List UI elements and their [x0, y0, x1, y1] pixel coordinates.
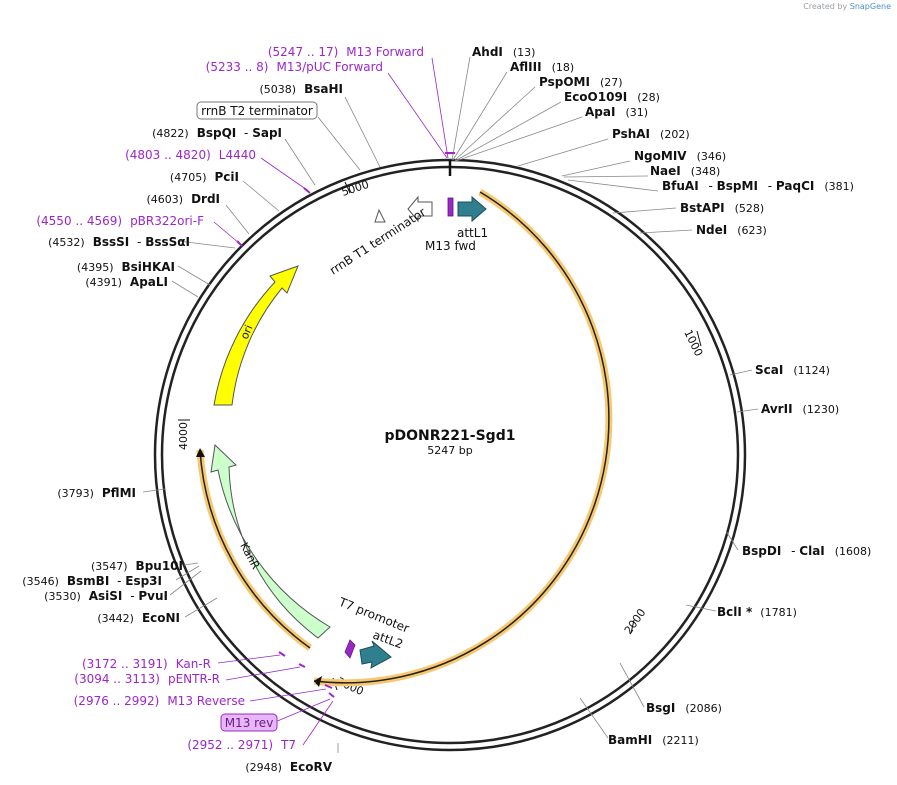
- tick-label-4000: 4000: [177, 422, 190, 450]
- t7-promoter-feature: [344, 639, 356, 659]
- kanr-feature: [210, 443, 331, 639]
- primer-l4440: (4803 .. 4820)L4440: [125, 148, 256, 162]
- primer-pentr-r: (3094 .. 3113)pENTR-R: [74, 672, 220, 686]
- enzyme-pflmi: (3793)PflMI: [57, 486, 136, 500]
- enzyme-asisi-pvui: (3530)AsiSI - PvuI: [44, 589, 168, 603]
- primer-kan-r: (3172 .. 3191)Kan-R: [82, 657, 211, 671]
- snapgene-logo: SnapGene: [849, 2, 891, 11]
- orf-arc-arrowhead: [196, 448, 205, 457]
- tick-label-1000: 1000: [681, 328, 705, 359]
- rrnb-t2-label: rrnB T2 terminator: [201, 104, 313, 118]
- insert-arc-arrowhead: [314, 676, 322, 687]
- primer-m13-reverse: (2976 .. 2992)M13 Reverse: [74, 694, 245, 708]
- enzyme-scai: ScaI(1124): [755, 363, 830, 377]
- primer-marks: [236, 152, 455, 698]
- m13-fwd-feature: [447, 197, 454, 217]
- enzyme-naei: NaeI(348): [650, 164, 720, 178]
- primer-leaders: [213, 57, 449, 746]
- enzyme-econi: (3442)EcoNI: [97, 611, 180, 625]
- tick-mark-5000: [344, 181, 351, 194]
- enzyme-bspdi-clai: BspDI - ClaI(1608): [742, 544, 871, 558]
- enzyme-ecorv: (2948)EcoRV: [245, 760, 332, 774]
- m13-rev-box: [220, 713, 278, 732]
- enzyme-bsgi: BsgI(2086): [646, 701, 722, 715]
- rrnb-t2-feature: [374, 208, 386, 223]
- enzyme-bsahi: (5038)BsaHI: [260, 82, 343, 96]
- tick-mark-2000: [630, 619, 635, 634]
- m13-rev-label: M13 rev: [225, 716, 274, 730]
- m13-fwd-label: M13 fwd: [425, 239, 476, 253]
- snapgene-credit: Created by SnapGene: [803, 2, 891, 11]
- enzyme-apai: ApaI(31): [585, 105, 648, 119]
- enzyme-pspomi: PspOMI(27): [539, 75, 623, 89]
- kanr-label: KanR: [237, 540, 262, 571]
- enzyme-bsssi: (4532)BssSI - BssSαI: [48, 235, 190, 249]
- enzyme-bfuai-bspmi-paqci: BfuAI - BspMI - PaqCI(381): [662, 179, 854, 193]
- tick-mark-1000: [696, 330, 702, 347]
- enzyme-drdi: (4603)DrdI: [146, 192, 220, 206]
- enzyme-ahdi: AhdI(13): [472, 45, 535, 59]
- enzyme-bstapi: BstAPI(528): [680, 201, 764, 215]
- enzyme-bamhi: BamHI(2211): [608, 733, 699, 747]
- enzyme-bpu10i: (3547)Bpu10I: [91, 559, 183, 573]
- enzyme-avrii: AvrII(1230): [761, 402, 839, 416]
- enzyme-apali: (4391)ApaLI: [85, 275, 168, 289]
- attl1-label: attL1: [457, 226, 488, 240]
- plasmid-length: 5247 bp: [427, 444, 472, 457]
- tick-label-5000: 5000: [340, 178, 371, 199]
- t7-promoter-label: T7 promoter: [336, 594, 411, 635]
- primer-m13-puc-forward: (5233 .. 8)M13/pUC Forward: [206, 60, 383, 74]
- enzyme-bsmbi-esp3i: (3546)BsmBI - Esp3I: [22, 574, 162, 588]
- orf-arc: [199, 449, 311, 649]
- rrnb-t1-feature: [407, 195, 433, 223]
- primer-m13-forward: (5247 .. 17)M13 Forward: [268, 45, 424, 59]
- orf-arc-halo: [196, 449, 313, 651]
- enzyme-pcii: (4705)PciI: [170, 170, 239, 184]
- enzyme-pshai: PshAI(202): [612, 127, 690, 141]
- ori-feature: [213, 265, 299, 406]
- credit-text: Created by: [803, 2, 848, 11]
- primer-t7: (2952 .. 2971)T7: [187, 738, 296, 752]
- primer-pbr322ori-f: (4550 .. 4569)pBR322ori-F: [36, 214, 204, 228]
- insert-arc: [313, 191, 610, 684]
- plasmid-name: pDONR221-Sgd1: [385, 428, 516, 444]
- enzyme-bcli: BclI *(1781): [717, 605, 797, 619]
- rrnb-t2-box: [196, 101, 318, 120]
- ori-label: ori: [238, 323, 256, 341]
- enzyme-bsihkai: (4395)BsiHKAI: [77, 260, 175, 274]
- enzyme-ecoo109i: EcoO109I(28): [564, 90, 660, 104]
- enzyme-bspqi-sapi: (4822)BspQI - SapI: [152, 126, 282, 140]
- enzyme-leaders: [142, 56, 759, 753]
- enzyme-ndei: NdeI(623): [696, 223, 767, 237]
- attl2-feature: [359, 640, 392, 669]
- enzyme-ngomiv: NgoMIV(346): [634, 149, 726, 163]
- attl1-feature: [457, 195, 487, 223]
- tick-label-3000: 3000: [335, 675, 366, 698]
- enzyme-afliii: AflIII(18): [510, 60, 574, 74]
- tick-label-2000: 2000: [622, 606, 649, 636]
